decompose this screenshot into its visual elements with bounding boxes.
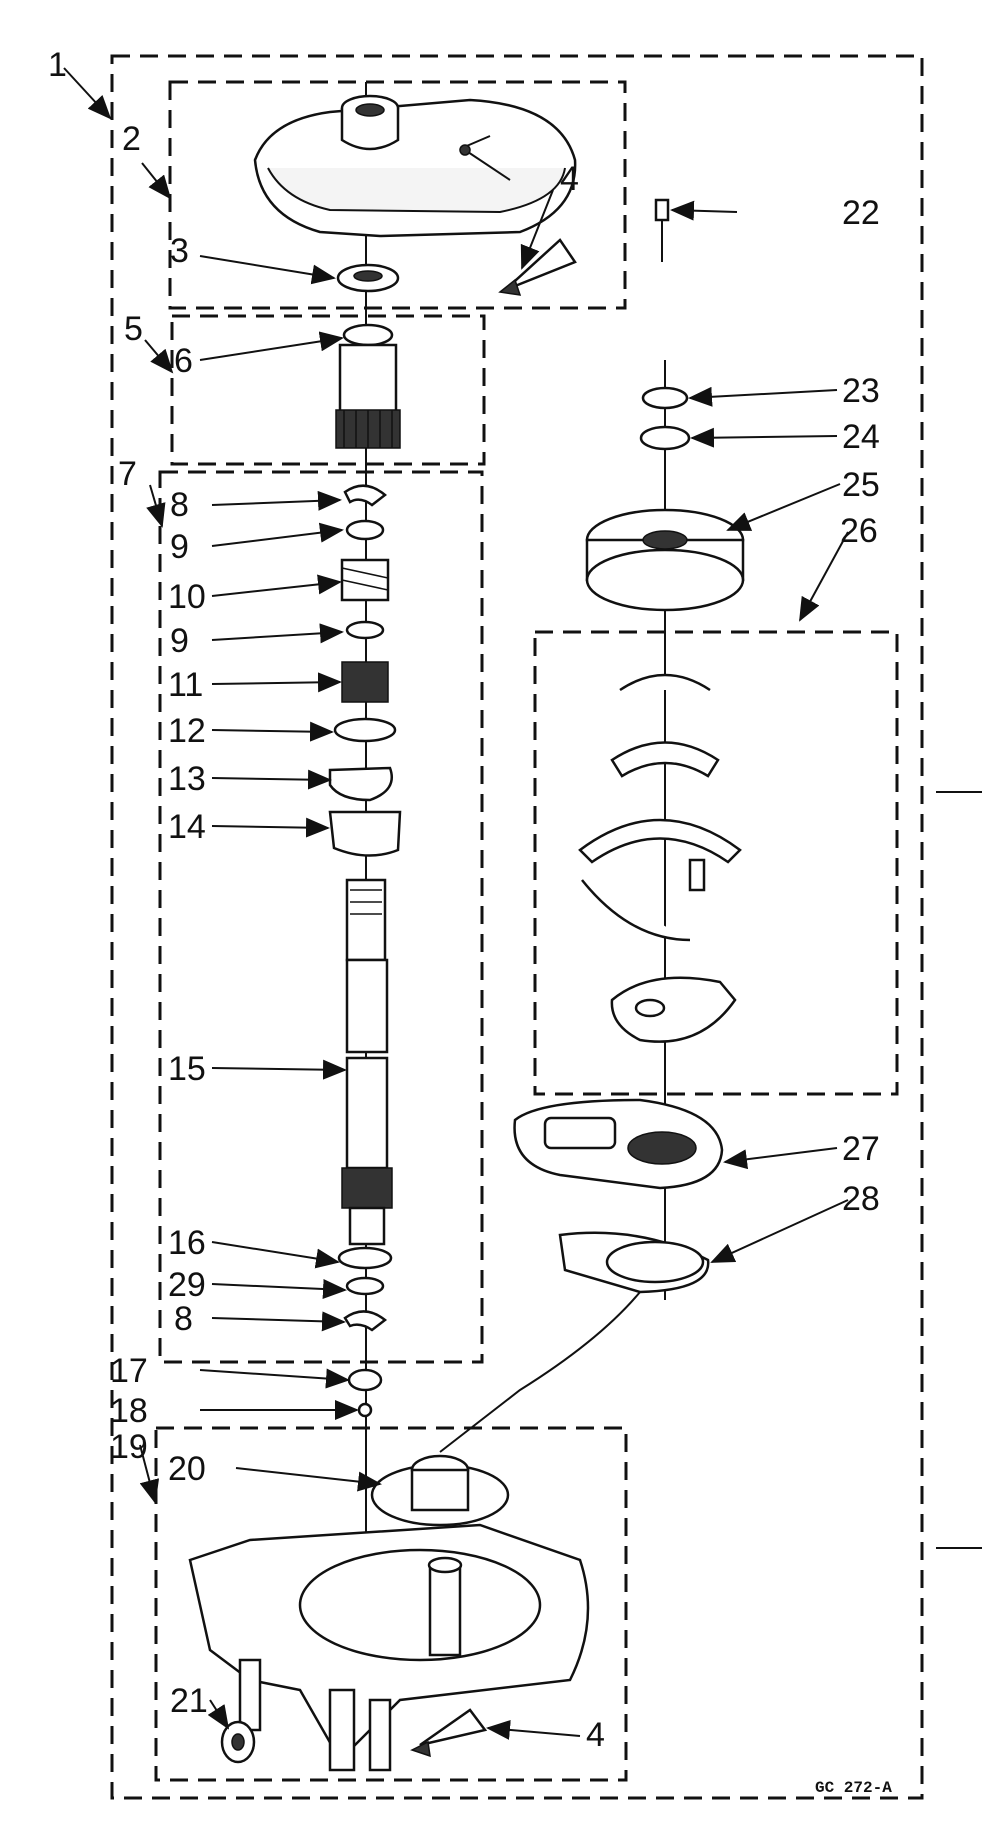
label-14: 14 bbox=[168, 808, 206, 846]
housing-box bbox=[154, 1426, 628, 1782]
label-6: 6 bbox=[174, 342, 193, 380]
cam-box bbox=[533, 630, 899, 1096]
outer-assembly-box bbox=[110, 54, 924, 1800]
label-16: 16 bbox=[168, 1224, 206, 1262]
label-8-top: 8 bbox=[170, 486, 189, 524]
pinion-box bbox=[170, 314, 486, 466]
label-2: 2 bbox=[122, 120, 141, 158]
label-19: 19 bbox=[110, 1428, 148, 1466]
gear-housing bbox=[188, 1454, 590, 1772]
label-20: 20 bbox=[168, 1450, 206, 1488]
label-18: 18 bbox=[110, 1392, 148, 1430]
label-8-bottom: 8 bbox=[174, 1300, 193, 1338]
label-10: 10 bbox=[168, 578, 206, 616]
label-13: 13 bbox=[168, 760, 206, 798]
label-15: 15 bbox=[168, 1050, 206, 1088]
leader-lines bbox=[63, 67, 849, 1740]
label-24: 24 bbox=[842, 418, 880, 456]
label-26: 26 bbox=[840, 512, 878, 550]
label-27: 27 bbox=[842, 1130, 880, 1168]
label-17: 17 bbox=[110, 1352, 148, 1390]
label-1: 1 bbox=[48, 46, 67, 84]
label-29: 29 bbox=[168, 1266, 206, 1304]
label-3: 3 bbox=[170, 232, 189, 270]
drawing-code: GC 272-A bbox=[815, 1779, 892, 1797]
label-22: 22 bbox=[842, 194, 880, 232]
shaft-stack bbox=[328, 484, 402, 1418]
shaft-box bbox=[158, 470, 484, 1364]
callout-labels: 1 2 3 4 5 6 7 8 9 10 9 11 12 13 14 15 16… bbox=[48, 46, 892, 1797]
label-4-bottom: 4 bbox=[586, 1716, 605, 1754]
right-stack bbox=[513, 386, 745, 1294]
label-4-top: 4 bbox=[560, 160, 579, 198]
label-21: 21 bbox=[170, 1682, 208, 1720]
label-11: 11 bbox=[168, 666, 203, 704]
label-5: 5 bbox=[124, 310, 143, 348]
label-9-top: 9 bbox=[170, 528, 189, 566]
label-28: 28 bbox=[842, 1180, 880, 1218]
grease-tube-top bbox=[498, 238, 577, 296]
label-9-bottom: 9 bbox=[170, 622, 189, 660]
label-23: 23 bbox=[842, 372, 880, 410]
label-7: 7 bbox=[118, 455, 137, 493]
screw-part-22 bbox=[654, 198, 670, 262]
pinion-gear bbox=[335, 323, 401, 449]
gearcase-cover bbox=[253, 94, 577, 238]
label-12: 12 bbox=[168, 712, 206, 750]
label-25: 25 bbox=[842, 466, 880, 504]
seal-part-3 bbox=[336, 263, 400, 293]
